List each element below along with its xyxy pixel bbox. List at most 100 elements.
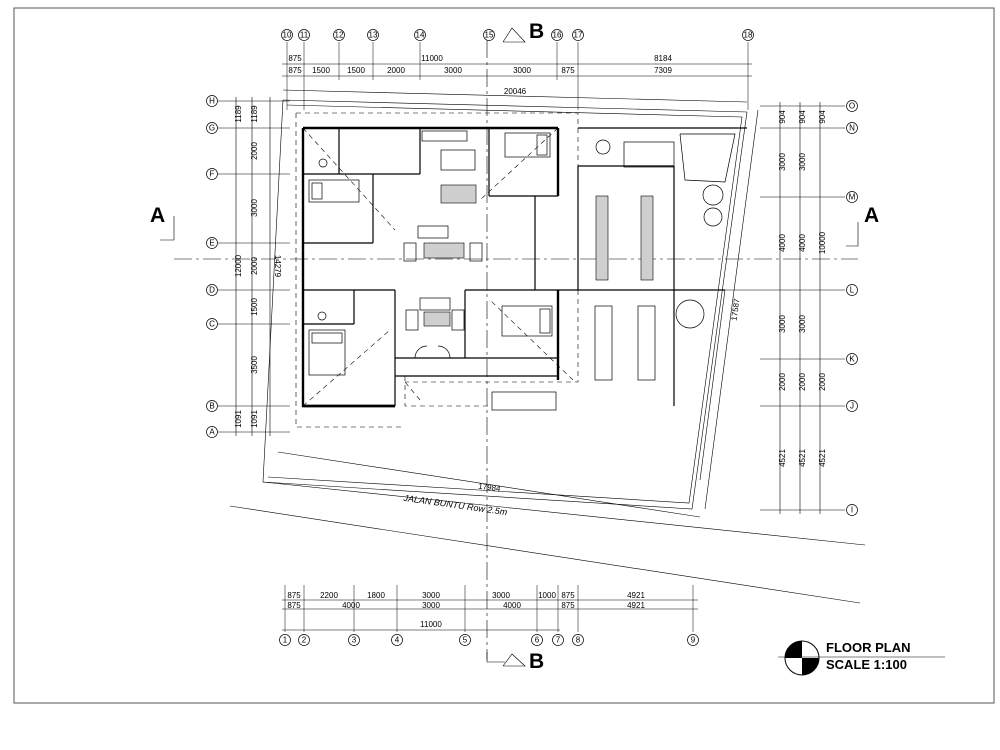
top-axis-14: 14 <box>416 31 425 40</box>
section-b-bottom-label: B <box>529 650 544 673</box>
top-dim-1-2: 8184 <box>654 54 672 63</box>
bottom-dim-2-0: 875 <box>287 601 301 610</box>
roof-outline <box>295 112 579 428</box>
top-axis-15: 15 <box>485 31 494 40</box>
right-axis-l: L <box>850 286 855 295</box>
left-total: 12000 <box>234 254 243 277</box>
section-marker-a-right: A <box>846 204 879 247</box>
right-dim-a-5: 4521 <box>778 449 787 467</box>
left-axis-bubbles: H G F E D C B A <box>206 95 218 438</box>
top-dim-2-1: 1500 <box>312 66 330 75</box>
plot-side-dimensions: 17587 17984 <box>277 109 759 518</box>
bottom-dim-1-6: 875 <box>561 591 575 600</box>
top-dim-1-0: 875 <box>288 54 302 63</box>
bottom-axis-6: 6 <box>535 636 540 645</box>
left-axis-b: B <box>209 402 214 411</box>
bottom-axis-8: 8 <box>576 636 581 645</box>
house-walls <box>301 126 560 408</box>
right-axis-m: M <box>849 193 856 202</box>
bottom-axis-3: 3 <box>352 636 357 645</box>
left-axis-c: C <box>209 320 215 329</box>
section-marker-b-bottom: B <box>486 650 544 673</box>
plot-top-dimension: 20046 <box>282 87 748 103</box>
top-dim-2-5: 3000 <box>513 66 531 75</box>
top-dim-2-6: 875 <box>561 66 575 75</box>
left-dim-0: 1189 <box>250 105 259 123</box>
left-axis-h: H <box>209 97 215 106</box>
left-total-2: 14279 <box>273 255 282 278</box>
section-b-top-label: B <box>529 20 544 43</box>
top-dim-2-7: 7309 <box>654 66 672 75</box>
bottom-dim-2-2: 3000 <box>422 601 440 610</box>
plot-boundary <box>229 99 866 604</box>
bottom-axis-bubbles: 1 2 3 4 5 6 7 8 9 <box>279 634 699 646</box>
plot-bottom-dim: 17984 <box>478 482 502 494</box>
top-axis-17: 17 <box>574 31 583 40</box>
left-axis-a: A <box>209 428 215 437</box>
bottom-axis-2: 2 <box>302 636 307 645</box>
section-marker-a-left: A <box>150 204 175 241</box>
top-axis-12: 12 <box>335 31 344 40</box>
left-dim-4: 1500 <box>250 298 259 316</box>
bottom-dim-2-3: 4000 <box>503 601 521 610</box>
bottom-dim-2-4: 875 <box>561 601 575 610</box>
top-axis-13: 13 <box>369 31 378 40</box>
right-dim-c-4: 2000 <box>818 373 827 391</box>
bottom-dim-1-1: 2200 <box>320 591 338 600</box>
right-dim-b-2: 4000 <box>798 234 807 252</box>
bottom-dim-2-1: 4000 <box>342 601 360 610</box>
left-dimensions: 1189 1189 2000 3000 2000 1500 3500 1091 … <box>234 97 282 436</box>
sheet-border <box>13 7 995 704</box>
left-axis-e: E <box>209 239 214 248</box>
plan-title: FLOOR PLAN <box>826 640 911 655</box>
bottom-dim-1-2: 1800 <box>367 591 385 600</box>
right-axis-bubbles: O N M L K J I <box>846 100 858 516</box>
right-dim-c-0: 904 <box>818 110 827 124</box>
top-axis-16: 16 <box>553 31 562 40</box>
left-dim-outer-0: 1189 <box>234 105 243 123</box>
right-dim-a-3: 3000 <box>778 315 787 333</box>
bottom-axis-1: 1 <box>283 636 288 645</box>
right-dim-b-5: 4521 <box>798 449 807 467</box>
bottom-dimensions: 875 2200 1800 3000 3000 1000 875 4921 87… <box>282 591 698 631</box>
section-marker-b-top: B <box>502 20 544 43</box>
section-a-right-label: A <box>864 204 879 227</box>
section-a-left-label: A <box>150 204 165 227</box>
bottom-dim-1-3: 3000 <box>422 591 440 600</box>
right-axis-k: K <box>849 355 855 364</box>
top-dim-1-1: 11000 <box>421 54 443 63</box>
right-axis-j: J <box>850 402 854 411</box>
right-dim-a-1: 3000 <box>778 153 787 171</box>
garden-and-carport <box>558 127 747 481</box>
top-dim-2-2: 1500 <box>347 66 365 75</box>
right-dim-b-4: 2000 <box>798 373 807 391</box>
right-dim-a-2: 4000 <box>778 234 787 252</box>
bottom-axis-9: 9 <box>691 636 696 645</box>
right-dimensions: 904 904 904 3000 3000 4000 4000 10000 30… <box>778 102 827 514</box>
right-dim-c-5: 4521 <box>818 449 827 467</box>
bottom-axis-7: 7 <box>556 636 561 645</box>
top-dimensions: 875 11000 8184 875 1500 1500 2000 3000 3… <box>282 54 752 77</box>
bottom-axis-5: 5 <box>463 636 468 645</box>
left-dim-outer-1: 1091 <box>234 410 243 428</box>
left-dim-1: 2000 <box>250 142 259 160</box>
right-dim-b-1: 3000 <box>798 153 807 171</box>
top-axis-18: 18 <box>744 31 753 40</box>
bottom-dim-1-0: 875 <box>287 591 301 600</box>
plot-top-dim: 20046 <box>504 87 527 96</box>
right-dim-b-0: 904 <box>798 110 807 124</box>
top-dim-2-0: 875 <box>288 66 302 75</box>
right-axis-n: N <box>849 124 855 133</box>
right-total: 10000 <box>818 231 827 254</box>
top-axis-bubbles: 10 11 12 13 14 15 16 17 18 <box>281 29 754 41</box>
bottom-axis-4: 4 <box>395 636 400 645</box>
plot-right-dim: 17587 <box>730 297 742 321</box>
left-dim-2: 3000 <box>250 199 259 217</box>
top-dim-2-3: 2000 <box>387 66 405 75</box>
bottom-dim-1-5: 1000 <box>538 591 556 600</box>
left-dim-6: 1091 <box>250 410 259 428</box>
left-axis-g: G <box>209 124 215 133</box>
right-dim-b-3: 3000 <box>798 315 807 333</box>
bottom-dim-1-4: 3000 <box>492 591 510 600</box>
